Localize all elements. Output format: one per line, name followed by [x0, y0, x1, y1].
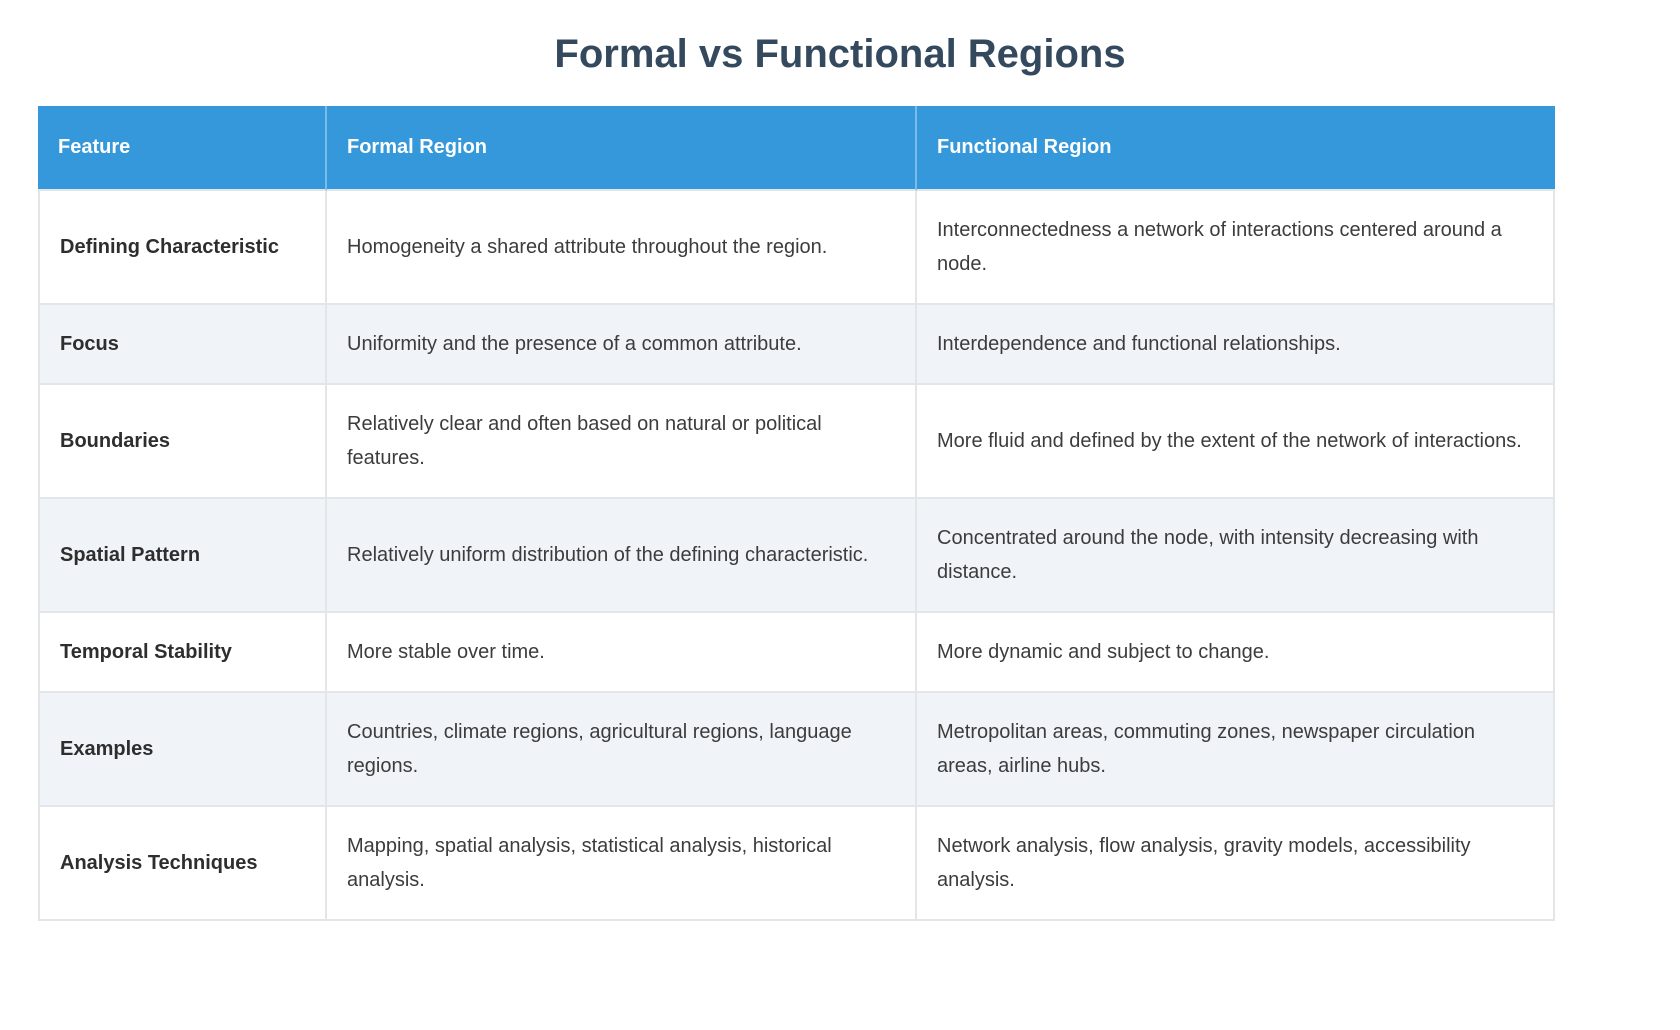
column-header-feature: Feature — [38, 106, 327, 191]
table-row: Defining Characteristic Homogeneity a sh… — [38, 191, 1555, 305]
comparison-table-container: Feature Formal Region Functional Region … — [38, 106, 1555, 921]
table-row: Spatial Pattern Relatively uniform distr… — [38, 499, 1555, 613]
feature-cell: Defining Characteristic — [38, 191, 327, 305]
table-row: Analysis Techniques Mapping, spatial ana… — [38, 807, 1555, 921]
feature-cell: Boundaries — [38, 385, 327, 499]
functional-region-cell: Interconnectedness a network of interact… — [917, 191, 1555, 305]
functional-region-cell: Concentrated around the node, with inten… — [917, 499, 1555, 613]
page-title: Formal vs Functional Regions — [554, 32, 1126, 76]
column-header-formal-region: Formal Region — [327, 106, 917, 191]
table-row: Focus Uniformity and the presence of a c… — [38, 305, 1555, 385]
feature-cell: Examples — [38, 693, 327, 807]
formal-region-cell: More stable over time. — [327, 613, 917, 693]
formal-region-cell: Mapping, spatial analysis, statistical a… — [327, 807, 917, 921]
table-row: Temporal Stability More stable over time… — [38, 613, 1555, 693]
header-row: Feature Formal Region Functional Region — [38, 106, 1555, 191]
functional-region-cell: Interdependence and functional relations… — [917, 305, 1555, 385]
functional-region-cell: Metropolitan areas, commuting zones, new… — [917, 693, 1555, 807]
functional-region-cell: More fluid and defined by the extent of … — [917, 385, 1555, 499]
formal-region-cell: Countries, climate regions, agricultural… — [327, 693, 917, 807]
formal-region-cell: Relatively clear and often based on natu… — [327, 385, 917, 499]
formal-region-cell: Uniformity and the presence of a common … — [327, 305, 917, 385]
formal-region-cell: Relatively uniform distribution of the d… — [327, 499, 917, 613]
feature-cell: Spatial Pattern — [38, 499, 327, 613]
table-body: Defining Characteristic Homogeneity a sh… — [38, 191, 1555, 921]
comparison-table: Feature Formal Region Functional Region … — [38, 106, 1555, 921]
table-row: Boundaries Relatively clear and often ba… — [38, 385, 1555, 499]
feature-cell: Analysis Techniques — [38, 807, 327, 921]
feature-cell: Focus — [38, 305, 327, 385]
column-header-functional-region: Functional Region — [917, 106, 1555, 191]
functional-region-cell: More dynamic and subject to change. — [917, 613, 1555, 693]
formal-region-cell: Homogeneity a shared attribute throughou… — [327, 191, 917, 305]
functional-region-cell: Network analysis, flow analysis, gravity… — [917, 807, 1555, 921]
feature-cell: Temporal Stability — [38, 613, 327, 693]
table-row: Examples Countries, climate regions, agr… — [38, 693, 1555, 807]
